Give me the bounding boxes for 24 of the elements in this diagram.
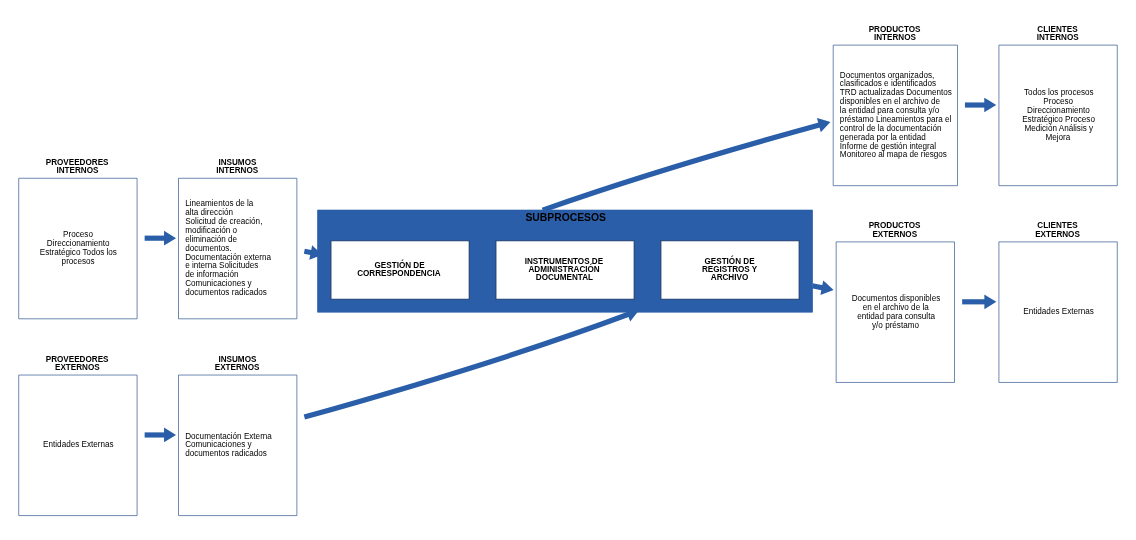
- node-label: PROVEEDORES INTERNOS: [45, 157, 109, 175]
- node-label: INSUMOS INTERNOS: [216, 157, 259, 175]
- node-box: Todos los procesos Proceso Direccionamiento Estratégico Proceso Medición Análisis y Mejora: [998, 44, 1118, 187]
- node-label: INSUMOS EXTERNOS: [214, 354, 260, 372]
- node-label: PRODUCTOS INTERNOS: [868, 24, 921, 42]
- arrow: [144, 427, 177, 443]
- arrow: [962, 294, 997, 310]
- node-box: INSTRUMENTOS DE ADMINISTRACIÓN DOCUMENTAL: [495, 240, 635, 300]
- arrow: [144, 230, 177, 246]
- node-box: Documentación Externa Comunicaciones y documentos radicados: [178, 374, 298, 516]
- node-label: PROVEEDORES EXTERNOS: [45, 354, 109, 372]
- node-box: Documentos disponibles en el archivo de la entidad para consulta y/o préstamo: [835, 241, 955, 383]
- arrow: [964, 97, 997, 113]
- node-label: CLIENTES EXTERNOS: [1035, 221, 1080, 239]
- node-box: Lineamientos de la alta dirección Solicitud de creación, modificación o eliminación de documentos. Documentación externa e interna Solicitudes de información Comunicaciones y documentos radicados: [178, 177, 298, 320]
- node-box: GESTIÓN DE CORRESPONDENCIA: [330, 240, 470, 300]
- node-label: CLIENTES INTERNOS: [1036, 24, 1079, 42]
- node-label: PRODUCTOS EXTERNOS: [868, 221, 921, 239]
- node-box: Entidades Externas: [998, 241, 1118, 383]
- node-box: Entidades Externas: [18, 374, 138, 516]
- arrow: [541, 118, 831, 213]
- node-box: GESTIÓN DE REGISTROS Y ARCHIVO: [660, 240, 800, 300]
- node-box: Documentos organizados, clasificados e identificados TRD actualizadas Documentos disponibles en el archivo de la entidad para consulta y/o préstamo Lineamientos para el control de la documentación generada por la entidad Informe de gestión integral Monitoreo al mapa de riesgos: [832, 44, 958, 187]
- node-box: Proceso Direccionamiento Estratégico Todos los procesos: [18, 177, 138, 320]
